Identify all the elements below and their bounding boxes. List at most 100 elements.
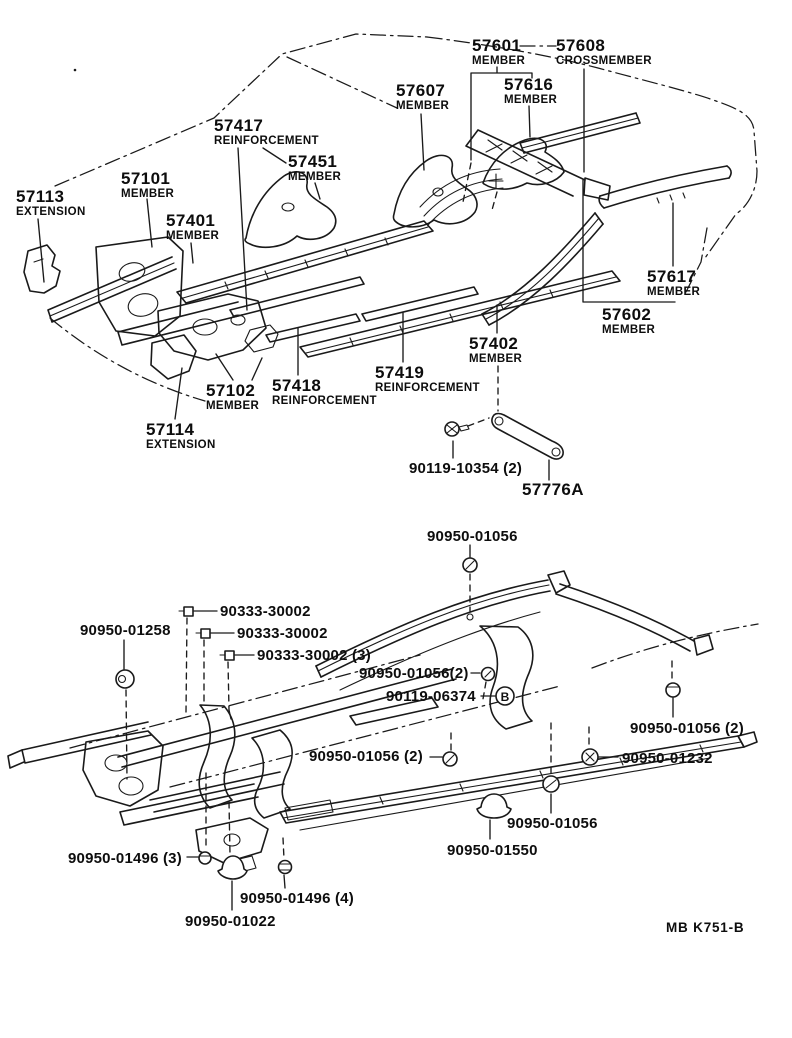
part-number: 90119-06374 bbox=[386, 688, 476, 705]
part-number: 57601 bbox=[472, 36, 522, 55]
part-desc: MEMBER bbox=[206, 400, 260, 412]
part-label-57602: 57602 MEMBER bbox=[602, 306, 655, 336]
callout-b-circle: B bbox=[480, 686, 515, 706]
part-desc: MEMBER bbox=[504, 94, 558, 106]
part-number: 57617 bbox=[647, 267, 697, 286]
plug-01550 bbox=[476, 793, 512, 840]
floor-pan-lines bbox=[69, 611, 561, 788]
part-label-90950-01056-left: 90950-01056 (2) bbox=[309, 749, 423, 764]
part-number: 90950-01056 (2) bbox=[309, 748, 423, 765]
part-number: 57101 bbox=[121, 169, 171, 188]
part-number: 90950-01056 bbox=[427, 528, 518, 545]
upper-leader-lines bbox=[37, 66, 676, 481]
part-desc: MEMBER bbox=[602, 324, 656, 336]
part-number: 90333-30002 bbox=[220, 603, 311, 620]
clip-30002-2 bbox=[195, 628, 235, 706]
clip-30002-1 bbox=[178, 606, 218, 713]
part-label-90333-30002-1: 90333-30002 bbox=[220, 604, 311, 619]
part-desc: REINFORCEMENT bbox=[272, 395, 377, 407]
bolt-90119-10354 bbox=[444, 417, 490, 437]
part-label-90950-01232: 90950-01232 bbox=[622, 751, 713, 766]
plug-01056-right bbox=[665, 660, 681, 718]
part-number: 57608 bbox=[556, 36, 606, 55]
grommet-01056-top bbox=[462, 544, 478, 621]
part-label-57102: 57102 MEMBER bbox=[206, 382, 259, 412]
rear-side-members bbox=[481, 165, 732, 326]
part-number: 57114 bbox=[146, 420, 195, 439]
part-desc: MEMBER bbox=[396, 100, 450, 112]
part-label-57417: 57417 REINFORCEMENT bbox=[214, 117, 319, 147]
part-number: 57113 bbox=[16, 187, 65, 206]
lower-front-member-cluster bbox=[7, 704, 293, 874]
part-number: 90950-01056 bbox=[507, 815, 598, 832]
bolt-01496-4 bbox=[277, 837, 293, 889]
car-body-outline bbox=[49, 33, 758, 402]
part-number: 57418 bbox=[272, 376, 322, 395]
floor-side-members bbox=[176, 220, 621, 358]
part-label-90950-01496-4: 90950-01496 (4) bbox=[240, 891, 354, 906]
part-number: 57417 bbox=[214, 116, 264, 135]
lower-diagram-art: B bbox=[7, 544, 759, 911]
part-label-90950-01056-top: 90950-01056 bbox=[427, 529, 518, 544]
grommet-01056-left bbox=[429, 732, 458, 767]
brace-57776A bbox=[491, 412, 564, 460]
part-label-90950-01056-right: 90950-01056 (2) bbox=[630, 721, 744, 736]
part-number: 57419 bbox=[375, 363, 425, 382]
lower-rear-rails bbox=[315, 570, 759, 730]
part-label-57114: 57114 EXTENSION bbox=[146, 421, 216, 451]
part-label-90119-10354: 90119-10354 (2) bbox=[409, 461, 522, 476]
part-desc: MEMBER bbox=[469, 353, 523, 365]
part-number: 57616 bbox=[504, 75, 554, 94]
part-label-57776A: 57776A bbox=[522, 481, 584, 498]
part-label-57607: 57607 MEMBER bbox=[396, 82, 449, 112]
part-desc: MEMBER bbox=[472, 55, 526, 67]
part-number: 90950-01550 bbox=[447, 842, 538, 859]
part-desc: MEMBER bbox=[288, 171, 342, 183]
part-number: 90950-01232 bbox=[622, 750, 713, 767]
part-label-57101: 57101 MEMBER bbox=[121, 170, 174, 200]
part-number: 57776A bbox=[522, 480, 584, 499]
part-desc: MEMBER bbox=[166, 230, 220, 242]
part-label-57617: 57617 MEMBER bbox=[647, 268, 700, 298]
part-number: 90950-01496 (3) bbox=[68, 850, 182, 867]
part-label-90950-01056-bottom: 90950-01056 bbox=[507, 816, 598, 831]
part-label-90950-01550: 90950-01550 bbox=[447, 843, 538, 858]
part-number: 90119-10354 (2) bbox=[409, 460, 523, 477]
part-desc: EXTENSION bbox=[16, 206, 86, 218]
part-number: 90950-01056 (2) bbox=[630, 720, 744, 737]
part-desc: MEMBER bbox=[647, 286, 701, 298]
part-desc: EXTENSION bbox=[146, 439, 216, 451]
part-label-57451: 57451 MEMBER bbox=[288, 153, 341, 183]
part-number: 57102 bbox=[206, 381, 256, 400]
part-label-90950-01258: 90950-01258 bbox=[80, 623, 171, 638]
part-label-90119-06374: 90119-06374 bbox=[386, 689, 476, 704]
part-number: 57451 bbox=[288, 152, 338, 171]
part-number: 57607 bbox=[396, 81, 446, 100]
part-label-57402: 57402 MEMBER bbox=[469, 335, 522, 365]
part-number: 90950-01258 bbox=[80, 622, 171, 639]
grommet-01056-bottom bbox=[542, 722, 560, 814]
clip-30002-3 bbox=[219, 650, 255, 720]
part-number: 57401 bbox=[166, 211, 216, 230]
part-label-57601: 57601 MEMBER bbox=[472, 37, 525, 67]
part-label-57419: 57419 REINFORCEMENT bbox=[375, 364, 480, 394]
part-label-57418: 57418 REINFORCEMENT bbox=[272, 377, 377, 407]
part-number: 90950-01056(2) bbox=[359, 665, 469, 682]
part-number: 90333-30002 bbox=[237, 625, 328, 642]
part-number: 90950-01496 (4) bbox=[240, 890, 354, 907]
part-number: 90333-30002 (3) bbox=[257, 647, 371, 664]
callout-b-letter: B bbox=[501, 690, 510, 704]
part-label-90333-30002-3: 90333-30002 (3) bbox=[257, 648, 371, 663]
upper-diagram-art bbox=[23, 33, 758, 481]
grommet-01056-mid bbox=[470, 666, 496, 700]
lower-rocker-sill bbox=[279, 731, 758, 831]
clip-01496-3 bbox=[186, 772, 212, 865]
figure-code: MB K751-B bbox=[666, 920, 745, 935]
part-desc: MEMBER bbox=[121, 188, 175, 200]
part-desc: CROSSMEMBER bbox=[556, 55, 652, 67]
plug-01258 bbox=[115, 639, 135, 780]
part-label-57113: 57113 EXTENSION bbox=[16, 188, 86, 218]
part-label-90950-01022: 90950-01022 bbox=[185, 914, 276, 929]
